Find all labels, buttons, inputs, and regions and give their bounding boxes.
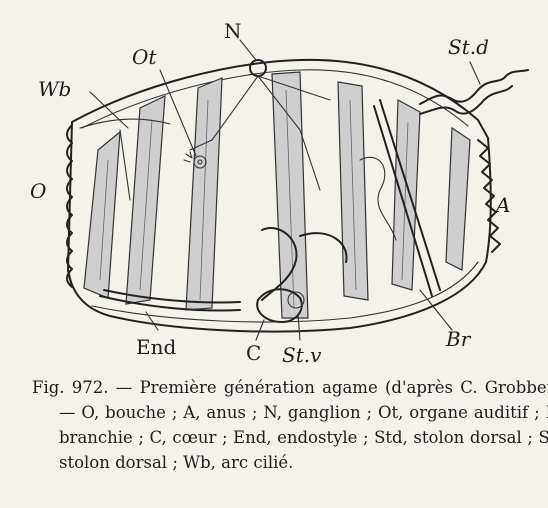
caption-dash: —: [116, 378, 133, 397]
label-Std: St.d: [448, 35, 489, 59]
label-N: N: [224, 19, 242, 43]
label-Wb: Wb: [38, 77, 71, 101]
label-Br: Br: [445, 327, 472, 351]
caption-number: Fig. 972.: [32, 378, 109, 397]
salp-anatomy-figure: N Ot St.d Wb O A End C St.v Br: [0, 0, 548, 370]
muscle-bands: [84, 72, 470, 318]
caption-title: Première génération agame (d'après C. Gr…: [140, 378, 548, 397]
label-Stv: St.v: [282, 343, 322, 367]
caption-legend: — O, bouche ; A, anus ; N, ganglion ; Ot…: [59, 403, 548, 472]
dorsal-stolon: [420, 70, 528, 114]
label-A: A: [494, 193, 510, 217]
figure-caption: Fig. 972. — Première génération agame (d…: [32, 375, 548, 475]
label-Ot: Ot: [132, 45, 157, 69]
label-C: C: [246, 341, 261, 365]
label-End: End: [136, 335, 176, 359]
label-O: O: [30, 179, 46, 203]
endostyle: [100, 290, 240, 310]
